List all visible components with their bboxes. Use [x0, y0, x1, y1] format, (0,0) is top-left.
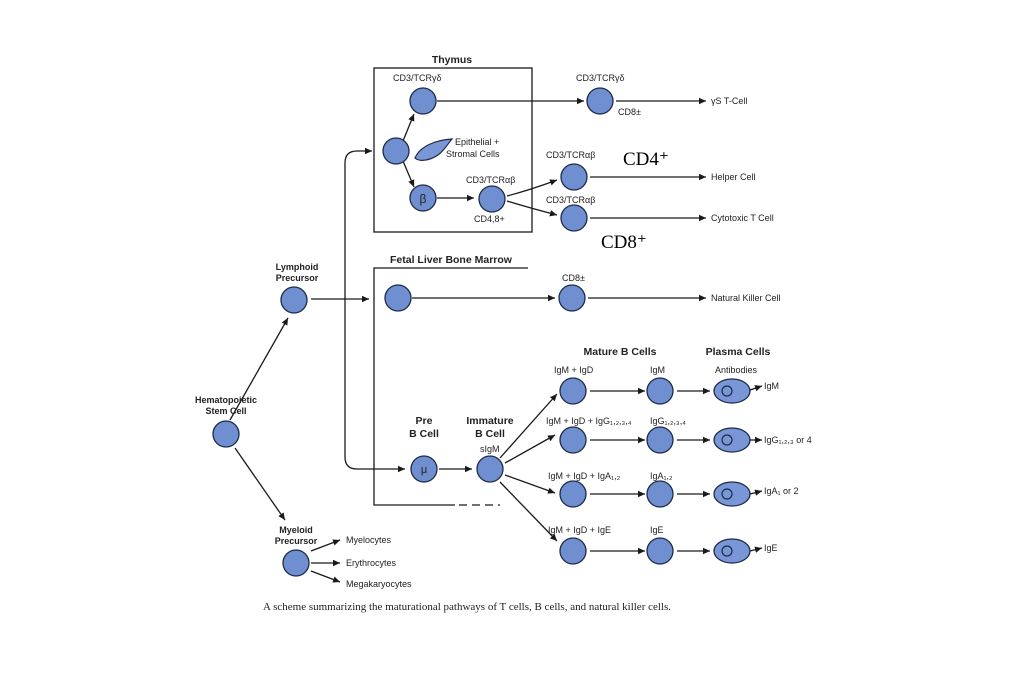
- megakaryocytes-label: Megakaryocytes: [346, 579, 412, 589]
- mature-b-ige: [646, 537, 674, 565]
- b-precursor-igm-igd: [559, 377, 587, 405]
- antibodies-label: Antibodies: [715, 365, 758, 375]
- gd-thymocyte-cell: [409, 87, 437, 115]
- plasma-cell-igm: [713, 378, 751, 404]
- pathway-arrows: [229, 97, 763, 583]
- mature-b-igg: [646, 426, 674, 454]
- fetal-liver-bracket: [373, 267, 528, 506]
- b-precursor-ige: [559, 537, 587, 565]
- myeloid-label-2: Precursor: [275, 536, 318, 546]
- gd-cd8-label: CD8±: [618, 107, 641, 117]
- stem-cell: [212, 420, 240, 448]
- b-row-3-output: IgA₁ or 2: [764, 486, 799, 496]
- helper-t-cell: [560, 163, 588, 191]
- b-precursor-iga: [559, 480, 587, 508]
- plasma-cell-ige: [713, 538, 751, 564]
- epithelial-cell-shape: [414, 138, 454, 161]
- cyto-marker-label: CD3/TCRαβ: [546, 195, 595, 205]
- epithelial-label-1: Epithelial +: [455, 137, 499, 147]
- b-row-3-mature: IgA₁,₂: [650, 471, 673, 481]
- helper-marker-label: CD3/TCRαβ: [546, 150, 595, 160]
- b-row-4-precursor: IgM + IgD + IgE: [548, 525, 611, 535]
- cyto-cell-label: Cytotoxic T Cell: [711, 213, 774, 223]
- gd-marker-label: CD3/TCRγδ: [576, 73, 625, 83]
- myelocytes-label: Myelocytes: [346, 535, 392, 545]
- b-row-4-output: IgE: [764, 543, 778, 553]
- thymus-header: Thymus: [432, 54, 472, 66]
- b-row-1-mature: IgM: [650, 365, 665, 375]
- thymus-entry-cell: [382, 137, 410, 165]
- erythrocytes-label: Erythrocytes: [346, 558, 397, 568]
- pre-b-label-1: Pre: [416, 415, 433, 427]
- mature-b-igm: [646, 377, 674, 405]
- myeloid-precursor-cell: [282, 549, 310, 577]
- immature-b-label-2: B Cell: [475, 428, 505, 440]
- b-row-2-mature: IgG₁,₂,₃,₄: [650, 416, 686, 426]
- plasma-cell-igg: [713, 427, 751, 453]
- mature-b-header: Mature B Cells: [584, 346, 657, 358]
- beta-thymocyte-cell: [409, 184, 437, 212]
- b-row-2-precursor: IgM + IgD + IgG₁,₂,₃,₄: [546, 416, 632, 426]
- b-precursor-igg: [559, 426, 587, 454]
- ab-mid-label: CD3/TCRαβ: [466, 175, 515, 185]
- b-row-4-mature: IgE: [650, 525, 664, 535]
- b-row-1-output: IgM: [764, 381, 779, 391]
- gd-top-label: CD3/TCRγδ: [393, 73, 442, 83]
- double-positive-cell: [478, 185, 506, 213]
- lymphoid-label-2: Precursor: [276, 273, 319, 283]
- b-row-3-precursor: IgM + IgD + IgA₁,₂: [548, 471, 621, 481]
- pre-b-label-2: B Cell: [409, 428, 439, 440]
- thymus-box: [373, 67, 533, 233]
- helper-cell-label: Helper Cell: [711, 172, 756, 182]
- gd-t-cell: [586, 87, 614, 115]
- lymphoid-label-1: Lymphoid: [276, 262, 319, 272]
- sigm-label: sIgM: [480, 444, 500, 454]
- immature-b-label-1: Immature: [466, 415, 513, 427]
- beta-symbol: β: [420, 192, 427, 206]
- nk-cell: [558, 284, 586, 312]
- b-row-1-precursor: IgM + IgD: [554, 365, 594, 375]
- mature-b-iga: [646, 480, 674, 508]
- pre-b-cell: [410, 455, 438, 483]
- cd4-annotation: CD4⁺: [623, 149, 669, 170]
- cd48-label: CD4,8+: [474, 214, 505, 224]
- stem-label-1: Hematopoietic: [195, 395, 257, 405]
- figure-caption: A scheme summarizing the maturational pa…: [263, 601, 671, 613]
- plasma-header: Plasma Cells: [706, 346, 771, 358]
- lymphoid-precursor-cell: [280, 286, 308, 314]
- nk-precursor-cell: [384, 284, 412, 312]
- stem-label-2: Stem Cell: [205, 406, 246, 416]
- plasma-cell-iga: [713, 481, 751, 507]
- nk-cell-label: Natural Killer Cell: [711, 293, 781, 303]
- cd8-annotation: CD8⁺: [601, 232, 647, 253]
- myeloid-label-1: Myeloid: [279, 525, 313, 535]
- nk-marker-label: CD8±: [562, 273, 585, 283]
- mu-symbol: μ: [421, 464, 427, 476]
- immature-b-cell: [476, 455, 504, 483]
- b-row-2-output: IgG₁,₂,₃ or 4: [764, 435, 812, 445]
- cytotoxic-t-cell: [560, 204, 588, 232]
- epithelial-label-2: Stromal Cells: [446, 149, 500, 159]
- gd-t-cell-label: γS T-Cell: [711, 96, 747, 106]
- fetal-liver-header: Fetal Liver Bone Marrow: [390, 254, 513, 266]
